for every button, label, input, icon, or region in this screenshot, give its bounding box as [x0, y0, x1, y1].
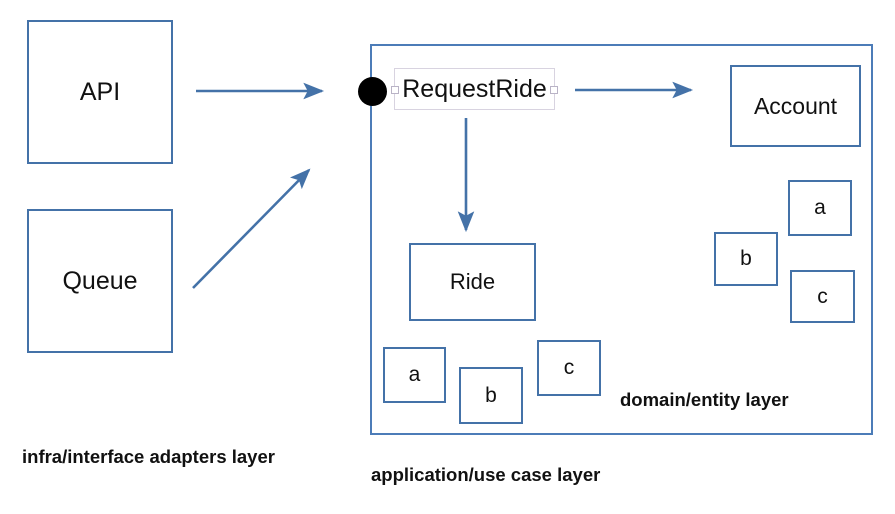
- box-app-a-label: a: [408, 363, 421, 386]
- box-domain-b[interactable]: b: [714, 232, 778, 286]
- box-app-a[interactable]: a: [383, 347, 446, 403]
- box-account-label: Account: [753, 92, 838, 119]
- box-app-b[interactable]: b: [459, 367, 523, 424]
- box-app-c[interactable]: c: [537, 340, 601, 396]
- label-infra-layer: infra/interface adapters layer: [22, 446, 275, 467]
- box-domain-c[interactable]: c: [790, 270, 855, 323]
- box-domain-c-label: c: [817, 284, 828, 308]
- box-queue[interactable]: Queue: [27, 209, 173, 353]
- box-domain-a[interactable]: a: [788, 180, 852, 236]
- resize-handle-left-icon[interactable]: [391, 86, 399, 94]
- box-queue-label: Queue: [62, 266, 138, 295]
- box-api[interactable]: API: [27, 20, 173, 164]
- box-domain-a-label: a: [814, 196, 826, 219]
- box-ride-label: Ride: [449, 269, 496, 294]
- resize-handle-right-icon[interactable]: [550, 86, 558, 94]
- entry-dot-icon: [358, 77, 387, 106]
- label-domain-layer: domain/entity layer: [620, 389, 789, 410]
- box-app-b-label: b: [485, 383, 497, 407]
- label-application-layer: application/use case layer: [371, 464, 601, 485]
- box-ride[interactable]: Ride: [409, 243, 536, 321]
- box-domain-b-label: b: [740, 247, 752, 270]
- textbox-requestride-label: RequestRide: [402, 74, 547, 103]
- box-api-label: API: [79, 77, 121, 106]
- box-app-c-label: c: [563, 356, 575, 379]
- arrow-queue-to-requestride: [192, 168, 311, 289]
- textbox-requestride[interactable]: RequestRide: [391, 68, 558, 110]
- box-account[interactable]: Account: [730, 65, 861, 147]
